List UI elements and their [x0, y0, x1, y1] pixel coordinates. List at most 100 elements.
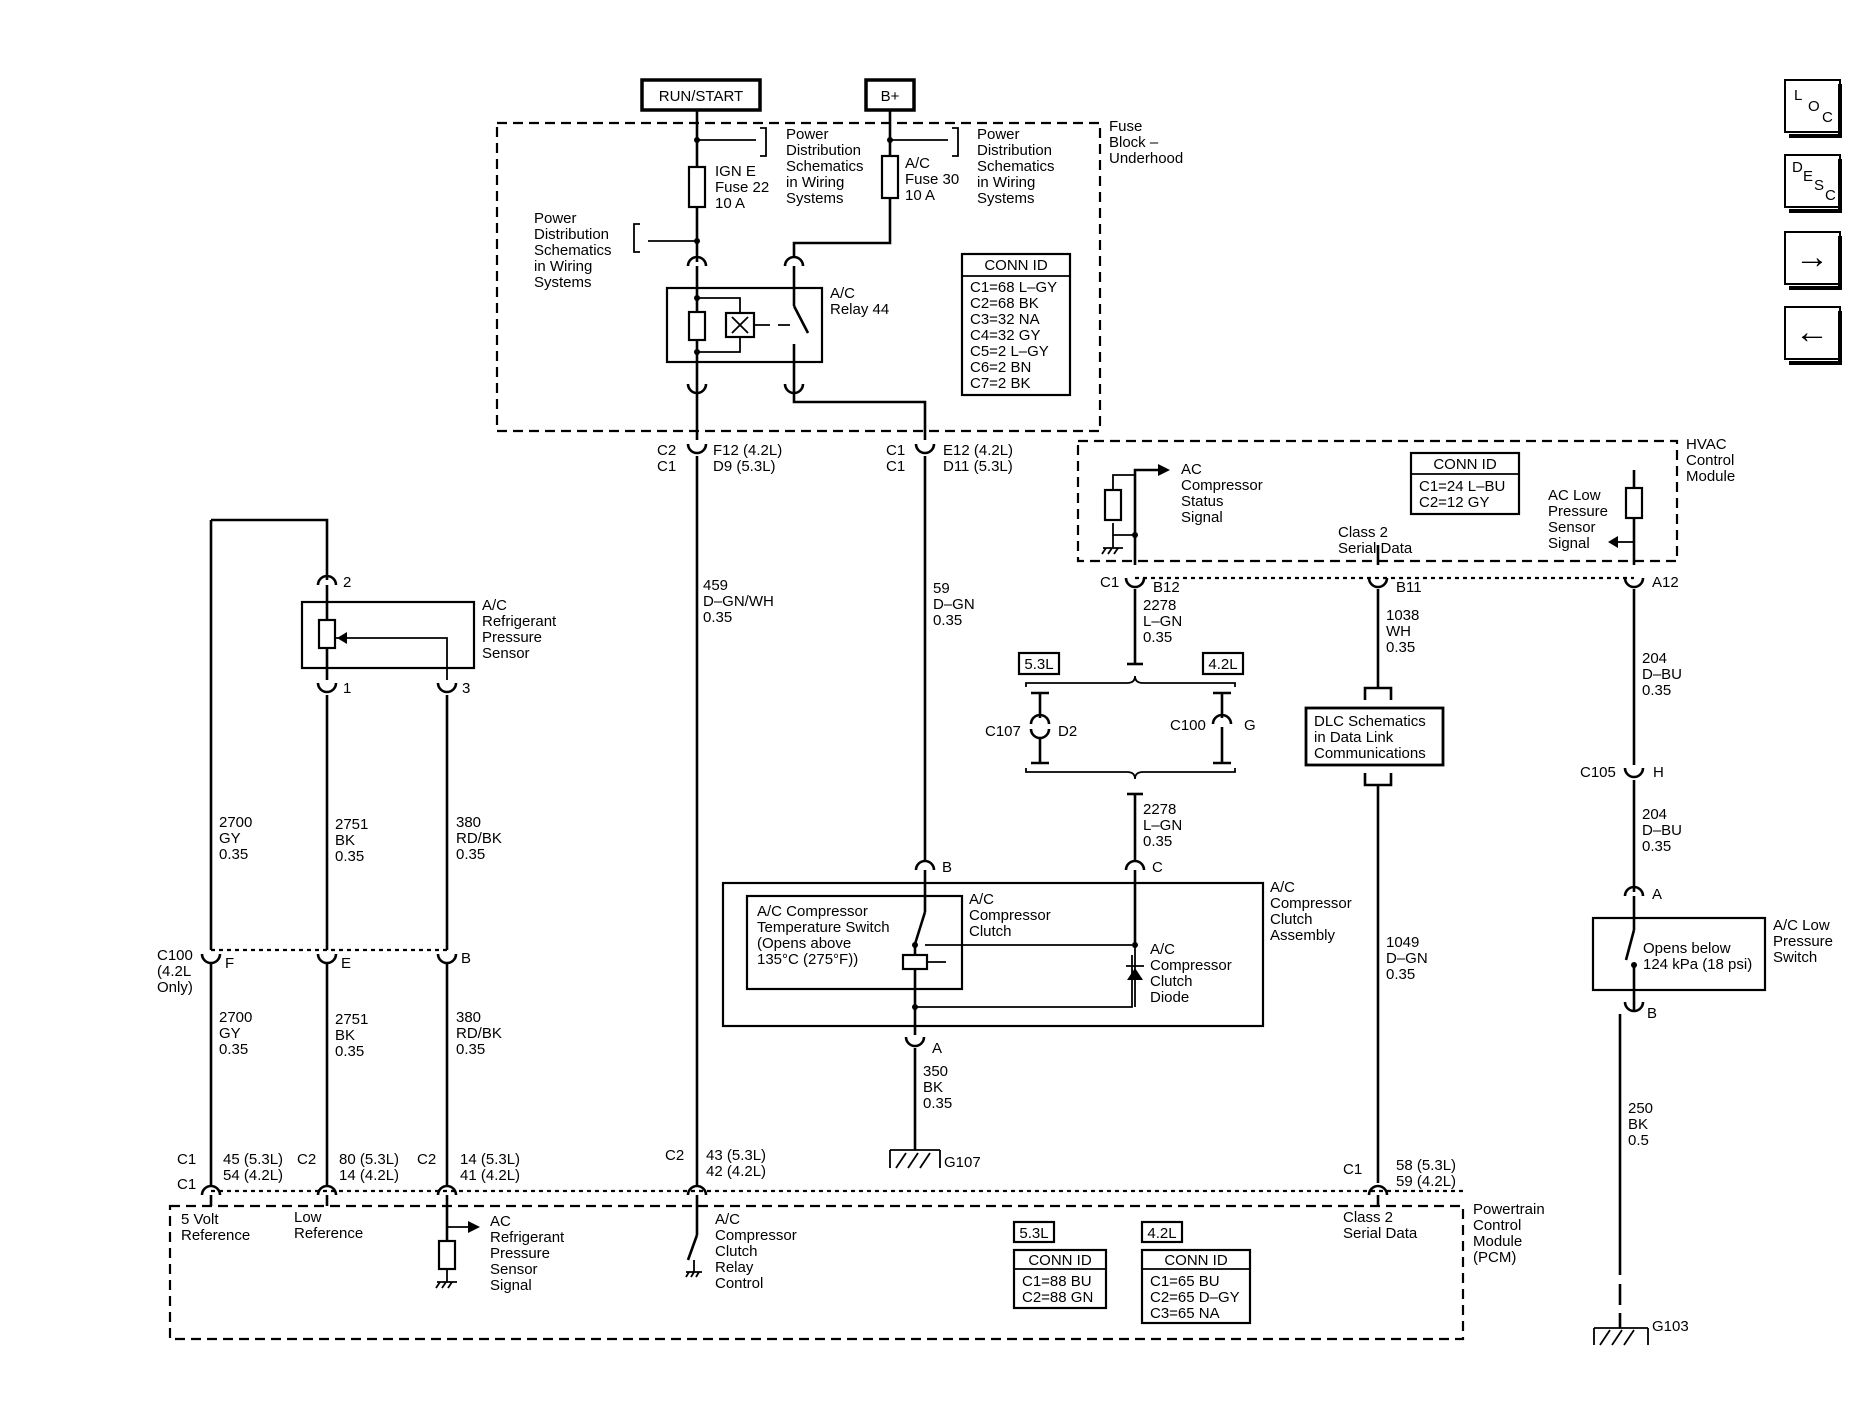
wire-204-lower: 204 D–BU 0.35: [1642, 806, 1686, 855]
svg-text:1: 1: [343, 680, 351, 697]
svg-text:5.3L: 5.3L: [1019, 1225, 1048, 1242]
svg-text:B+: B+: [881, 88, 900, 105]
svg-text:2: 2: [343, 574, 351, 591]
wire-2751-upper: 2751 BK 0.35: [335, 816, 373, 865]
svg-text:D2: D2: [1058, 723, 1077, 740]
svg-text:C: C: [1152, 859, 1163, 876]
wire-2278-upper: 2278 L–GN 0.35: [1143, 597, 1186, 646]
dlc-schematics-box: DLC Schematics in Data Link Communicatio…: [1304, 706, 1445, 767]
svg-text:C2: C2: [417, 1151, 436, 1168]
next-button[interactable]: →: [1784, 231, 1842, 290]
ac-refrigerant-pressure-sensor: 2 1 3 A/C Refrigerant Pressure Sensor: [300, 574, 557, 697]
engine-select-4-2l: 4.2L: [1201, 651, 1245, 676]
svg-text:C: C: [1822, 109, 1833, 126]
connector-c105: C105 H: [1580, 764, 1664, 781]
clutch-label: A/C Compressor Clutch: [969, 891, 1055, 940]
svg-text:DLC Schematics in Data L: DLC Schematics in Data Link Communicatio…: [1314, 713, 1430, 762]
relay-label: A/C Relay 44: [830, 285, 889, 318]
pcm-pin-45: 45 (5.3L) 54 (4.2L): [223, 1151, 287, 1184]
svg-text:C: C: [1825, 187, 1836, 204]
svg-text:L: L: [1794, 87, 1802, 104]
pcm-label: Powertrain Control Module (PCM): [1473, 1201, 1549, 1266]
desc-button[interactable]: D E S C: [1784, 154, 1842, 213]
low-pressure-switch-label: A/C Low Pressure Switch: [1773, 917, 1837, 966]
pcm-sensor-signal: AC Refrigerant Pressure Sensor Signal: [490, 1213, 568, 1294]
svg-text:C105: C105: [1580, 764, 1616, 781]
wire-250-label: 250 BK 0.5: [1628, 1100, 1657, 1149]
hvac-label: HVAC Control Module: [1686, 436, 1739, 485]
prev-button[interactable]: ←: [1784, 306, 1842, 365]
ign-fuse-label: IGN E Fuse 22 10 A: [715, 163, 773, 212]
hvac-pin-b11: B11: [1396, 579, 1422, 596]
svg-text:G103: G103: [1652, 1318, 1689, 1335]
pcm-conn-id-4-2l: 4.2L CONN ID C1=65 BU C2=65 D–GY C3=65 N…: [1140, 1220, 1252, 1325]
hvac-pin-a12: A12: [1652, 574, 1679, 591]
loc-button[interactable]: L O C: [1784, 79, 1842, 138]
wire-350-label: 350 BK 0.35: [923, 1063, 952, 1112]
svg-text:C1=68 L–GY C2=68 BK: C1=68 L–GY C2=68 BK C3=32 NA C4=32 GY C5…: [970, 279, 1061, 392]
ground-g103: G103: [1593, 1318, 1689, 1346]
pd-schematics-2: Power Distribution Schematics in Wiring …: [977, 126, 1059, 207]
wire-2278-lower: 2278 L–GN 0.35: [1143, 801, 1186, 850]
fuse-out-right-conn: C1 C1: [886, 442, 909, 475]
svg-text:B: B: [1647, 1005, 1657, 1022]
svg-text:S: S: [1814, 177, 1824, 194]
wire-204-upper: 204 D–BU 0.35: [1642, 650, 1686, 699]
connector-c100: C100 (4.2L Only) F E B: [157, 947, 471, 996]
svg-text:4.2L: 4.2L: [1208, 656, 1237, 673]
hvac-pin-c1: C1: [1100, 574, 1119, 591]
svg-text:C107: C107: [985, 723, 1021, 740]
diode-label: A/C Compressor Clutch Diode: [1150, 941, 1236, 1006]
wire-2700-upper: 2700 GY 0.35: [219, 814, 257, 863]
fuse-out-left-pins: F12 (4.2L) D9 (5.3L): [713, 442, 786, 475]
wire-380-lower: 380 RD/BK 0.35: [456, 1009, 506, 1058]
svg-text:C2: C2: [297, 1151, 316, 1168]
wire-1049-label: 1049 D–GN 0.35: [1386, 934, 1432, 983]
svg-text:CONN ID: CONN ID: [1433, 456, 1497, 473]
b-plus-source: B+: [864, 78, 916, 112]
ac-relay-44: A/C Relay 44: [665, 255, 889, 395]
svg-text:B: B: [942, 859, 952, 876]
pcm-pin-43: 43 (5.3L) 42 (4.2L): [706, 1147, 770, 1180]
svg-text:CONN ID: CONN ID: [1028, 1252, 1092, 1269]
svg-text:C1=88 BU C2=88 GN: C1=88 BU C2=88 GN: [1022, 1273, 1096, 1306]
pcm-pin-14: 14 (5.3L) 41 (4.2L): [460, 1151, 524, 1184]
arrow-left-icon: ←: [1795, 313, 1829, 351]
hvac-pin-b12: B12: [1153, 579, 1180, 596]
pcm-conn-id-5-3l: 5.3L CONN ID C1=88 BU C2=88 GN: [1012, 1220, 1108, 1310]
svg-text:CONN ID: CONN ID: [984, 257, 1048, 274]
svg-text:Opens below 124 kPa (18: Opens below 124 kPa (18 psi): [1643, 940, 1752, 973]
wire-1038-label: 1038 WH 0.35: [1386, 607, 1424, 656]
fuse-block-label: Fuse Block – Underhood: [1109, 118, 1183, 167]
wire-59-label: 59 D–GN 0.35: [933, 580, 979, 629]
svg-text:C1: C1: [1343, 1161, 1362, 1178]
svg-text:C1: C1: [177, 1176, 196, 1193]
pcm-serial-data: Class 2 Serial Data: [1343, 1209, 1418, 1242]
pcm-low-ref: Low Reference: [294, 1209, 363, 1242]
ac-low-pressure-switch: A Opens below 124 kPa (18 psi) B A/C Low…: [1591, 885, 1837, 1022]
hvac-control-module: HVAC Control Module AC Compressor Status…: [1076, 436, 1739, 565]
svg-text:E: E: [1803, 168, 1813, 185]
svg-text:F: F: [225, 955, 234, 972]
svg-text:4.2L: 4.2L: [1147, 1225, 1176, 1242]
svg-text:A: A: [1652, 886, 1662, 903]
hvac-status-signal: AC Compressor Status Signal: [1181, 461, 1267, 526]
temp-switch-label: A/C Compressor Temperature Switch (Opens…: [757, 903, 894, 968]
wire-459-label: 459 D–GN/WH 0.35: [703, 577, 778, 626]
svg-text:5.3L: 5.3L: [1024, 656, 1053, 673]
engine-select-5-3l: 5.3L: [1017, 651, 1061, 676]
pcm-pin-58: 58 (5.3L) 59 (4.2L): [1396, 1157, 1460, 1190]
connector-c107: C107 D2: [985, 691, 1077, 765]
wire-2751-lower: 2751 BK 0.35: [335, 1011, 373, 1060]
svg-text:C100: C100: [1170, 717, 1206, 734]
fuse-out-left-conn: C2 C1: [657, 442, 680, 475]
pd-schematics-3: Power Distribution Schematics in Wiring …: [534, 210, 616, 291]
fuse-out-right-pins: E12 (4.2L) D11 (5.3L): [943, 442, 1017, 475]
fuse-block-underhood: Fuse Block – Underhood: [495, 118, 1183, 433]
fuse-block-conn-id: CONN ID C1=68 L–GY C2=68 BK C3=32 NA C4=…: [960, 252, 1072, 397]
svg-text:C1=65 BU C2=65 D–GY: C1=65 BU C2=65 D–GY C3=65 NA: [1150, 1273, 1244, 1322]
svg-text:E: E: [341, 955, 351, 972]
wire-2700-lower: 2700 GY 0.35: [219, 1009, 257, 1058]
arrow-right-icon: →: [1795, 238, 1829, 276]
